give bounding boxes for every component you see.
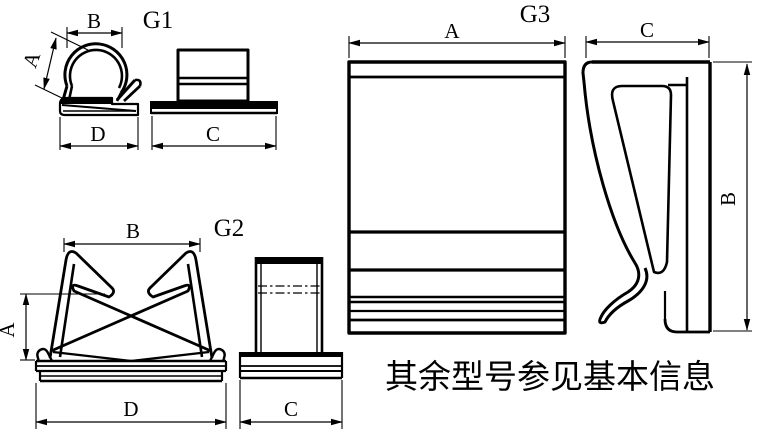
g3-front-view <box>347 60 567 335</box>
g3-model-label: G3 <box>520 1 551 28</box>
g2-left-arm <box>48 250 212 359</box>
g1-dim-label-d: D <box>90 122 105 146</box>
g1-dim-label-b: B <box>87 9 101 33</box>
g2-dimensions: B A D C G2 <box>0 215 343 429</box>
g1-latch-finger-tip <box>134 78 142 87</box>
g2-front-view <box>34 250 228 383</box>
g2-side-top-band <box>256 257 322 264</box>
g1-front-base-pad <box>151 101 277 109</box>
g1-loop-inner <box>68 48 124 89</box>
g2-side-base-band <box>240 352 342 357</box>
g2-base-right-curl <box>208 347 226 363</box>
g2-side-view <box>238 257 344 380</box>
g2-dim-label-d: D <box>123 397 138 421</box>
g2-dim-label-a: A <box>0 322 19 338</box>
g3-dim-label-a: A <box>444 19 460 43</box>
g1-dimensions: B A D C G1 <box>18 7 277 150</box>
g2-model-label: G2 <box>214 215 245 242</box>
g3-dimensions: A C B G3 <box>348 1 752 332</box>
g3-dim-label-b: B <box>716 192 740 206</box>
g1-left-wall-inner <box>67 85 74 101</box>
g3-dim-label-c: C <box>640 18 654 42</box>
g1-model-label: G1 <box>143 7 174 34</box>
g2-base-left-curl <box>36 347 54 363</box>
g3-side-window <box>610 84 673 275</box>
g1-dim-label-c: C <box>206 122 220 146</box>
g1-dim-a-ext-top <box>50 31 89 51</box>
g2-right-arm-inner-edge <box>186 263 204 358</box>
g1-front-view <box>150 48 278 115</box>
g1-front-body <box>176 48 250 103</box>
g1-loop-outer <box>63 42 129 94</box>
g2-bottom-v-line <box>52 350 210 363</box>
g1-dim-a-line <box>43 37 57 90</box>
g3-front-body <box>347 60 567 335</box>
g2-right-arm <box>50 250 214 359</box>
g1-latch-finger-outer <box>115 78 137 102</box>
g1-left-wall-outer <box>61 85 69 101</box>
g3-side-view <box>581 60 712 334</box>
g1-base-strap-diagonal <box>61 104 137 112</box>
g2-dim-label-c: C <box>284 397 298 421</box>
g1-dim-label-a: A <box>18 48 46 71</box>
g1-latch-finger-inner <box>123 84 141 103</box>
other-models-note: 其余型号参见基本信息 <box>385 359 715 396</box>
g3-side-arm-outer <box>581 60 649 325</box>
g1-base-pad <box>61 98 112 104</box>
g1-side-view <box>58 42 142 117</box>
g1-dim-a-ext-bottom <box>34 84 65 100</box>
g2-dim-label-b: B <box>126 219 140 243</box>
g2-left-arm-inner-edge <box>58 263 76 358</box>
g3-side-plate-bottom <box>663 318 710 334</box>
